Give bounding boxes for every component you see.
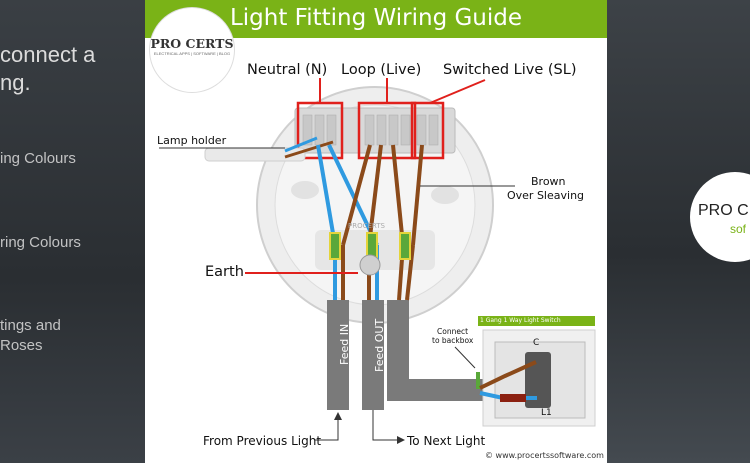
flex-blue-core — [284, 136, 318, 153]
switched-live-pointer — [429, 79, 486, 104]
earth-sleeve — [329, 232, 341, 260]
logo-tagline: ELECTRICAL APPS | SOFTWARE | BLOG — [153, 51, 231, 56]
to-next-arrow-line — [372, 410, 397, 441]
mounting-slot — [431, 186, 459, 204]
switch-c-terminal: C — [533, 338, 540, 348]
earth-screw — [359, 254, 381, 276]
switch-l1-terminal: L1 — [541, 408, 552, 418]
background-left-panel: connect a ng. ing Colours ring Colours t… — [0, 0, 145, 463]
switch-cable — [387, 300, 490, 401]
from-previous-arrow-line — [315, 420, 339, 441]
switch-cable-label: Switch — [407, 325, 420, 362]
mounting-slot — [291, 181, 319, 199]
feed-out-label: Feed OUT — [373, 318, 386, 372]
over-sleaving-label: Over Sleaving — [507, 189, 585, 202]
to-next-light-label: To Next Light — [407, 434, 486, 448]
loop-label: Loop (Live) — [341, 62, 422, 78]
loop-brown-run — [341, 144, 372, 246]
backbox-pointer — [454, 346, 476, 369]
feed-in-cable — [327, 300, 349, 410]
loop-brown-run-2 — [367, 144, 383, 246]
bg-text: ring Colours — [0, 234, 81, 251]
bg-brand-line: PRO C — [698, 202, 749, 219]
switch-brown-wire — [479, 360, 537, 390]
switch-title-bar — [478, 316, 595, 326]
switch-sleeved — [405, 244, 415, 301]
switched-live-label: Switched Live (SL) — [443, 62, 577, 78]
bg-text: tings and — [0, 317, 61, 334]
bg-text: ng. — [0, 70, 31, 95]
terminal-screws — [302, 114, 439, 146]
earth-label: Earth — [205, 264, 244, 280]
pro-certs-logo: PRO CERTS ELECTRICAL APPS | SOFTWARE | B… — [150, 8, 234, 92]
feed-out-cable — [362, 300, 384, 410]
bg-text: ing Colours — [0, 150, 76, 167]
feed-in-label: Feed IN — [338, 323, 351, 365]
to-next-arrow-head — [397, 436, 405, 444]
rose-brand-text: PROCERTS — [348, 222, 385, 230]
copyright-text: © www.procertssoftware.com — [485, 451, 604, 460]
wiring-guide-panel: Light Fitting Wiring Guide — [145, 0, 607, 463]
flex-brown-core — [284, 140, 334, 159]
from-previous-light-label: From Previous Light — [203, 434, 322, 448]
switched-live-highlight-box — [410, 101, 445, 160]
switch-title: 1 Gang 1 Way Light Switch — [480, 317, 561, 324]
from-previous-arrow-head — [334, 412, 342, 420]
switched-live-run — [411, 144, 424, 246]
connect-label: Connect — [437, 327, 469, 336]
neutral-blue-run — [316, 144, 337, 246]
lamp-holder-label: Lamp holder — [157, 134, 227, 147]
bg-text: Roses — [0, 337, 43, 354]
brown-label: Brown — [531, 175, 566, 188]
wiring-diagram — [159, 78, 596, 444]
logo-name: PRO CERTS — [150, 36, 234, 51]
to-backbox-label: to backbox — [432, 336, 474, 345]
bg-brand-line: sof — [730, 222, 747, 236]
switch-blue-sleeve — [500, 394, 526, 402]
earth-sleeve — [399, 232, 411, 260]
guide-title: Light Fitting Wiring Guide — [229, 5, 523, 31]
neutral-label: Neutral (N) — [247, 62, 328, 78]
bg-text: connect a — [0, 42, 96, 67]
loop-brown-run-3 — [391, 144, 405, 246]
